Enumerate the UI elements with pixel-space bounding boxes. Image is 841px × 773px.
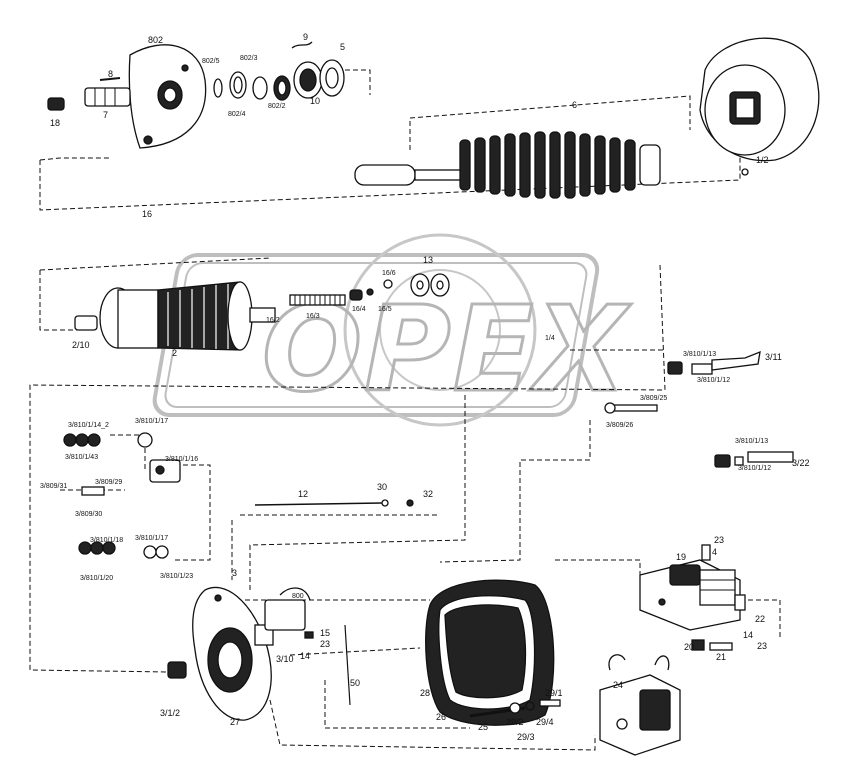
label-28: 28 xyxy=(420,688,430,698)
label-23-a: 23 xyxy=(714,535,724,545)
terminal-screws xyxy=(604,350,794,468)
label-3-22: 3/22 xyxy=(792,458,810,468)
label-9: 9 xyxy=(303,32,308,42)
label-3-810-1-17-b: 3/810/1/17 xyxy=(135,535,168,542)
label-802-4: 802/4 xyxy=(228,111,246,118)
label-14-a: 14 xyxy=(300,651,310,661)
label-29-4: 29/4 xyxy=(536,717,554,727)
label-3-810-1-12-b: 3/810/1/12 xyxy=(738,465,771,472)
label-14-b: 14 xyxy=(743,630,753,640)
label-23-c: 23 xyxy=(757,641,767,651)
label-15: 15 xyxy=(320,628,330,638)
label-18: 18 xyxy=(50,118,60,128)
label-16-2: 16/2 xyxy=(266,317,280,324)
label-3-1-2: 3/1/2 xyxy=(160,708,180,718)
field-coil xyxy=(425,579,555,726)
label-16: 16 xyxy=(142,209,152,219)
label-3-809-31: 3/809/31 xyxy=(40,483,67,490)
label-24: 24 xyxy=(613,680,623,690)
label-802: 802 xyxy=(148,35,163,45)
commutator-end-bracket xyxy=(167,586,274,721)
label-20: 20 xyxy=(684,642,694,652)
label-8: 8 xyxy=(108,69,113,79)
label-32: 32 xyxy=(423,489,433,499)
label-3-809-25: 3/809/25 xyxy=(640,395,667,402)
label-50: 50 xyxy=(350,678,360,688)
label-802-3: 802/3 xyxy=(240,55,258,62)
label-16-5: 16/5 xyxy=(378,306,392,313)
label-13: 13 xyxy=(423,255,433,265)
label-10: 10 xyxy=(310,96,320,106)
label-3-809-29: 3/809/29 xyxy=(95,479,122,486)
label-12: 12 xyxy=(298,489,308,499)
label-29-3: 29/3 xyxy=(517,732,535,742)
terminal-hardware-left xyxy=(63,432,181,559)
label-25: 25 xyxy=(478,722,488,732)
label-802-5: 802/5 xyxy=(202,58,220,65)
label-3-810-1-14-2: 3/810/1/14_2 xyxy=(68,422,109,429)
label-16-3: 16/3 xyxy=(306,313,320,320)
nut-18 xyxy=(47,97,65,111)
label-29-2: 29/2 xyxy=(506,717,524,727)
armature xyxy=(74,281,276,351)
label-3-809-26: 3/809/26 xyxy=(606,422,633,429)
label-7: 7 xyxy=(103,110,108,120)
label-30: 30 xyxy=(377,482,387,492)
label-3-11: 3/11 xyxy=(765,352,782,362)
label-19: 19 xyxy=(676,552,686,562)
label-6: 6 xyxy=(572,100,577,110)
label-3-810-1-13-a: 3/810/1/13 xyxy=(683,351,716,358)
label-2: 2 xyxy=(172,348,177,358)
label-1-4: 1/4 xyxy=(545,335,555,342)
armature-spring xyxy=(289,273,450,306)
label-26: 26 xyxy=(436,712,446,722)
label-16-6: 16/6 xyxy=(382,270,396,277)
label-3-10: 3/10 xyxy=(276,654,294,664)
pinion-gear xyxy=(84,77,131,107)
label-3-809-30: 3/809/30 xyxy=(75,511,102,518)
solenoid xyxy=(599,654,681,756)
label-27: 27 xyxy=(230,717,240,727)
label-23-b: 23 xyxy=(320,639,330,649)
label-3-810-1-12-a: 3/810/1/12 xyxy=(697,377,730,384)
label-16-4: 16/4 xyxy=(352,306,366,313)
label-800: 800 xyxy=(292,593,304,600)
label-2-10: 2/10 xyxy=(72,340,90,350)
field-yoke xyxy=(699,37,820,176)
label-1-2: 1/2 xyxy=(756,155,769,165)
label-3-810-1-18: 3/810/1/18 xyxy=(90,537,123,544)
through-bolt-12 xyxy=(254,499,414,507)
relay-assembly xyxy=(639,544,746,651)
label-3-810-1-23: 3/810/1/23 xyxy=(160,573,193,580)
label-4: 4 xyxy=(712,547,717,557)
label-3-810-1-20: 3/810/1/20 xyxy=(80,575,113,582)
brush-holder xyxy=(264,587,351,706)
label-5: 5 xyxy=(340,42,345,52)
label-3-810-1-17-a: 3/810/1/17 xyxy=(135,418,168,425)
label-3-810-1-13-b: 3/810/1/13 xyxy=(735,438,768,445)
drive-end-bracket xyxy=(128,44,207,149)
washers-802 xyxy=(213,41,345,101)
label-22: 22 xyxy=(755,614,765,624)
label-802-2: 802/2 xyxy=(268,103,286,110)
field-coil-hardware xyxy=(469,699,561,718)
label-3: 3 xyxy=(232,568,237,578)
clutch-springs xyxy=(459,131,661,199)
label-3-810-1-43: 3/810/1/43 xyxy=(65,454,98,461)
label-21: 21 xyxy=(716,652,726,662)
part-labels: 802 8 18 7 802/5 802/3 802/4 802/2 9 5 1… xyxy=(40,32,810,742)
watermark-gear-icon xyxy=(343,233,537,427)
label-3-810-1-16: 3/810/1/16 xyxy=(165,456,198,463)
label-29-1: 29/1 xyxy=(545,688,563,698)
drive-shaft-assembly xyxy=(354,131,661,199)
